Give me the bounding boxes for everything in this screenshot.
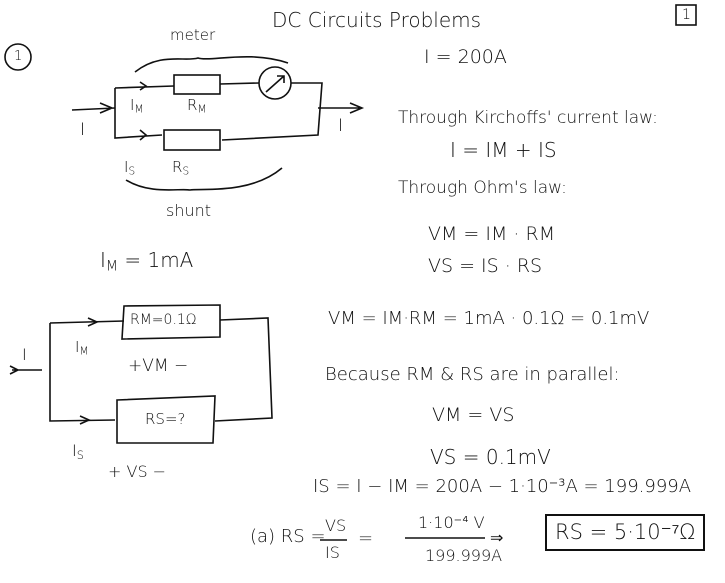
vm-calculation: VM = IM·RM = 1mA · 0.1Ω = 0.1mV <box>328 308 650 329</box>
c2-vs-label: + VS − <box>108 462 167 481</box>
c2-is-label: IS <box>72 441 84 462</box>
part-a-equals: = <box>358 528 374 549</box>
implies-arrow: ⇒ <box>490 528 504 547</box>
output-arrow-icon <box>318 102 365 114</box>
part-a-frac-num: VS <box>325 516 347 535</box>
c2-i-label: I <box>22 345 27 364</box>
parallel-title: Because RM & RS are in parallel: <box>325 364 620 385</box>
is-label: IS <box>124 158 136 178</box>
meter-label: meter <box>170 26 216 44</box>
input-arrow-icon <box>71 102 116 114</box>
page-number-box <box>675 4 697 26</box>
circuit-2 <box>9 304 273 444</box>
resistor-rm <box>173 74 221 95</box>
input-arrow-icon <box>9 365 42 375</box>
given-im: IM = 1mA <box>100 248 194 275</box>
parallel-eq: VM = VS <box>432 404 515 426</box>
part-a-numerator: 1·10⁻⁴ V <box>418 513 485 532</box>
part-a-frac-den: IS <box>325 543 340 562</box>
ohm-eq-2: VS = IS · RS <box>428 255 543 277</box>
is-calculation: IS = I − IM = 200A − 1·10⁻³A = 199.999A <box>313 476 692 497</box>
i-out-label: I <box>338 116 344 136</box>
resistor-rm-box <box>121 304 221 340</box>
part-a-label: (a) RS = <box>250 526 326 547</box>
resistor-rs-box <box>116 395 216 444</box>
kirchhoff-eq: I = IM + IS <box>450 138 557 162</box>
rm-label: RM <box>187 96 207 116</box>
circuit-1 <box>71 55 365 191</box>
i-in-label: I <box>80 120 86 140</box>
rs-label: RS <box>172 158 190 178</box>
part-a-denominator: 199.999A <box>425 546 503 565</box>
i-value: I = 200A <box>424 46 507 68</box>
ohm-title: Through Ohm's law: <box>398 178 567 198</box>
c2-im-label: IM <box>75 338 89 358</box>
ohm-eq-1: VM = IM · RM <box>428 223 556 245</box>
part-a-result-box: RS = 5·10⁻⁷Ω <box>545 514 706 551</box>
c2-vm-label: +VM − <box>128 356 189 376</box>
problem-number: 1 <box>14 49 23 64</box>
meter-brace <box>134 55 289 73</box>
shunt-brace <box>125 167 283 191</box>
im-label: IM <box>130 96 144 116</box>
c2-rs-box-label: RS=? <box>145 410 186 428</box>
page-title: DC Circuits Problems <box>272 8 482 32</box>
shunt-label: shunt <box>166 201 212 220</box>
c2-rm-box-label: RM=0.1Ω <box>130 312 197 328</box>
problem-number-circle <box>4 43 32 71</box>
kirchhoff-title: Through Kirchoffs' current law: <box>398 108 658 128</box>
resistor-rs <box>163 129 221 151</box>
page-number: 1 <box>682 7 691 23</box>
vs-value: VS = 0.1mV <box>430 445 551 469</box>
